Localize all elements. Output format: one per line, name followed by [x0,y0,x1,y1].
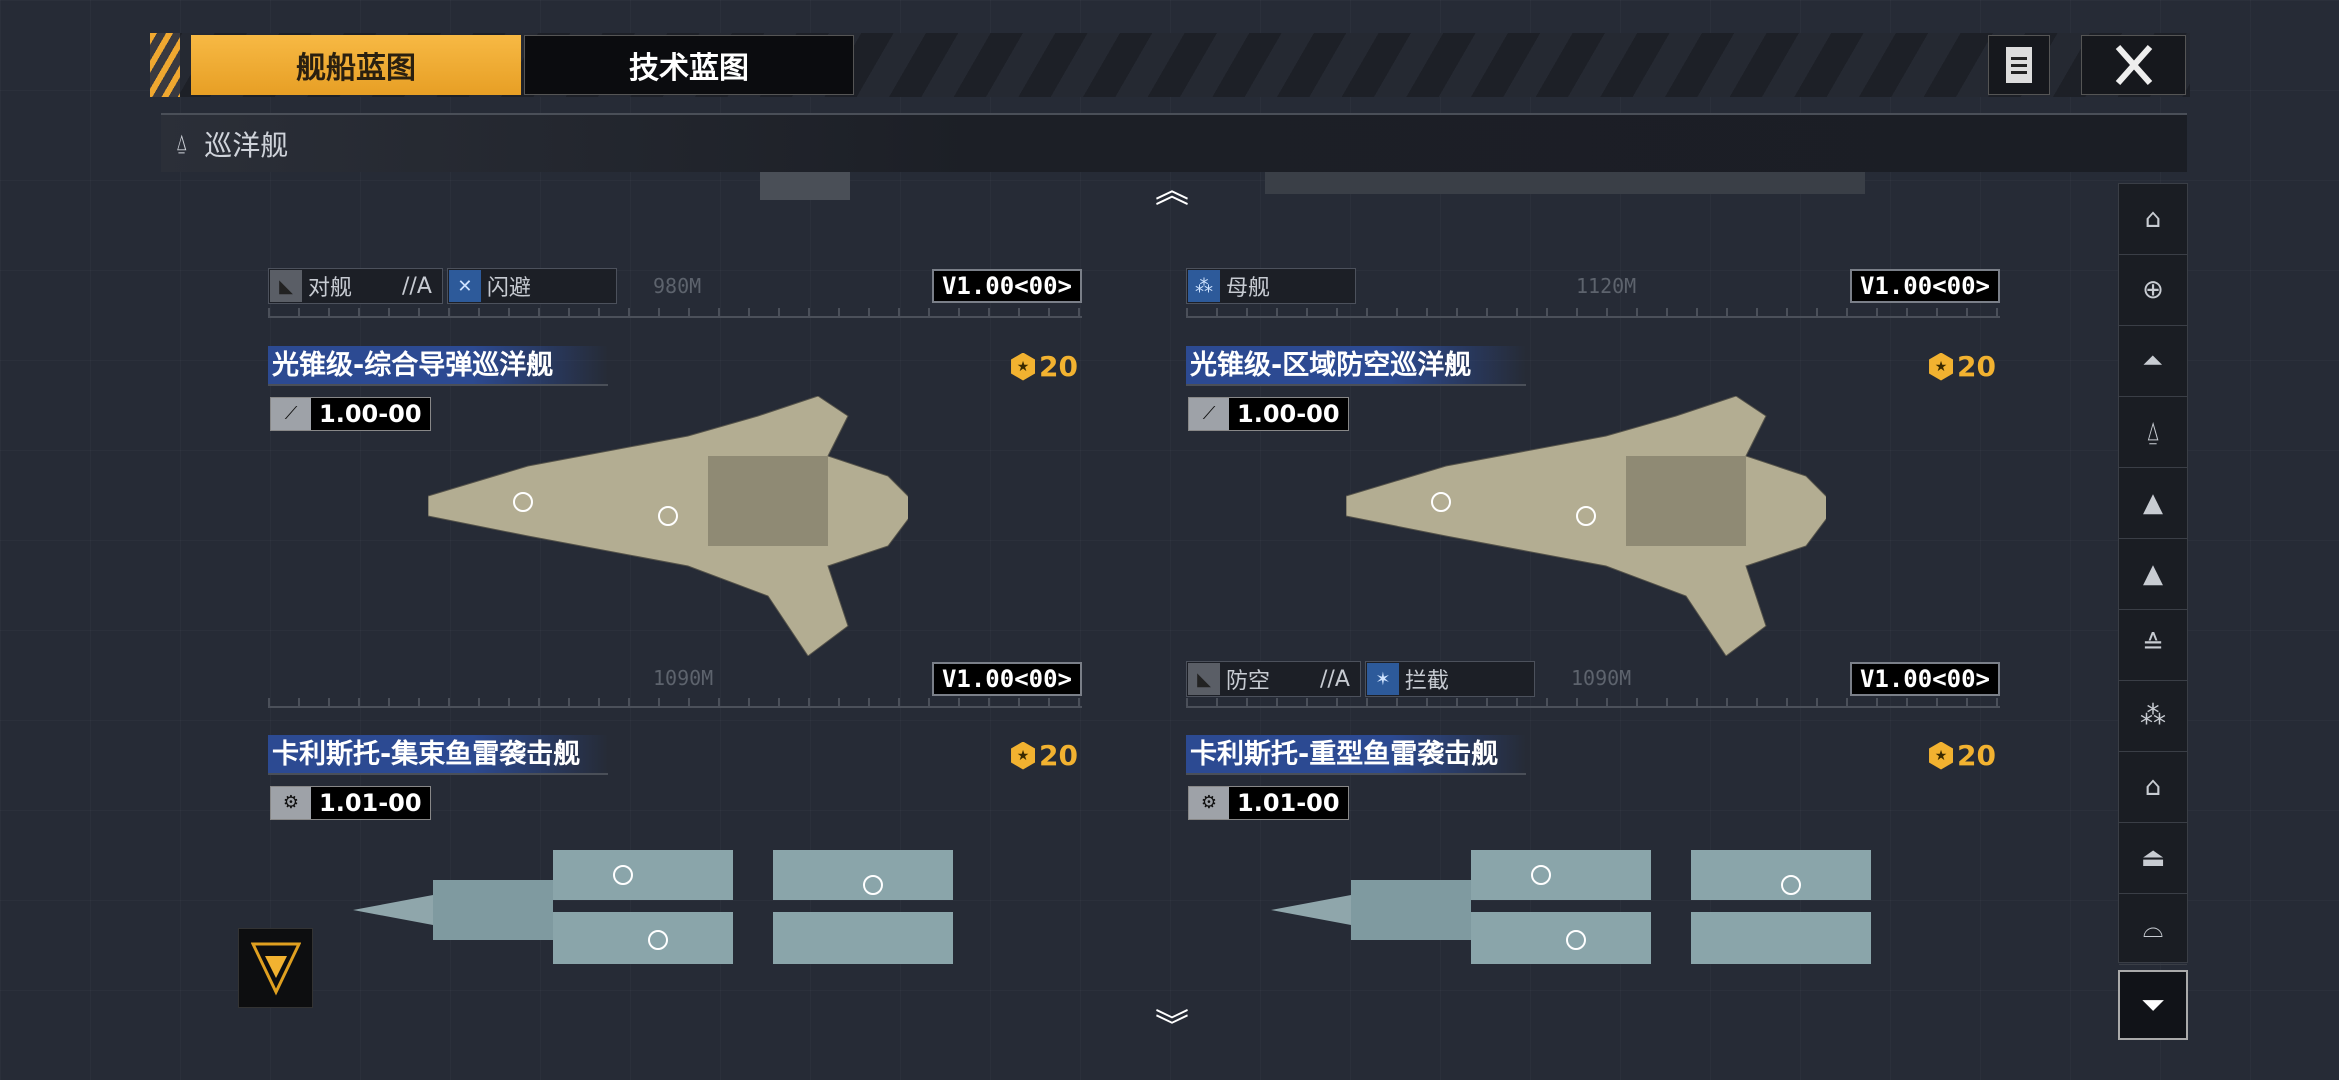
category-bar: ⍙ 巡洋舰 [161,113,2187,172]
sidebar-battlecruiser-icon[interactable]: ▲ [2119,468,2187,539]
tag-label: 拦截 [1404,669,1449,694]
anti-ship-icon: ◣ [270,270,302,302]
distance: 980M [653,274,702,298]
scroll-down-icon[interactable]: ︾ [1155,1007,1189,1047]
card-partial-top-left[interactable]: ◣对舰 //A ✕闪避 980M V1.00<00> [268,268,1082,328]
distance: 1090M [653,666,714,690]
module-icon: ⟋ [1189,398,1229,430]
sidebar-auxiliary-icon[interactable]: ⁂ [2119,681,2187,752]
cost-badge: ★20 [1929,350,1996,383]
ship-title: 卡利斯托-集束鱼雷袭击舰 [268,735,608,775]
cost-value: 20 [1039,739,1078,772]
tag: ⁂母舰 [1186,268,1356,304]
ship-image [1346,396,1826,656]
carrier-icon: ⁂ [1188,270,1220,302]
version-code-value: 1.01-00 [1229,787,1348,819]
tag-grade: //A [402,273,432,299]
cost-value: 20 [1039,350,1078,383]
close-button[interactable] [2081,35,2186,95]
star-badge-icon: ★ [1011,741,1036,770]
cost-badge: ★20 [1011,739,1078,772]
ruler [1186,308,2000,318]
module-icon: ⟋ [271,398,311,430]
tag-label: 闪避 [486,276,531,301]
tag: ✶拦截 [1364,661,1535,697]
version-label: V1.00<00> [931,662,1082,696]
cost-badge: ★20 [1011,350,1078,383]
star-badge-icon: ★ [1929,741,1954,770]
star-badge-icon: ★ [1011,352,1036,381]
sidebar-support-icon[interactable]: ⌓ [2119,894,2187,965]
blueprint-card[interactable]: 光锥级-区域防空巡洋舰 ★20 ⟋1.00-00 ◣防空 //A ✶拦截 1090M… [1186,346,2000,708]
ship-class-sidebar: ⌂⊕⏶⍙▲▲≙⁂⌂⏏⌓ [2118,183,2188,965]
sidebar-cruiser-heavy-icon[interactable]: ⏶ [2119,326,2187,397]
accent-stripe [150,33,180,97]
card-partial-top-right[interactable]: ⁂母舰 1120M V1.00<00> [1186,268,2000,328]
ship-title: 光锥级-区域防空巡洋舰 [1186,346,1526,386]
version-label: V1.00<00> [1849,662,2000,696]
version-label: V1.00<00> [931,269,1082,303]
sidebar-corvette-icon[interactable]: ⏏ [2119,823,2187,894]
ship-image [428,396,908,656]
tag-label: 对舰 [308,276,353,301]
ship-title: 光锥级-综合导弹巡洋舰 [268,346,608,386]
distance: 1120M [1576,274,1637,298]
tab-tech-blueprint[interactable]: 技术蓝图 [524,35,854,95]
blueprint-card[interactable]: 光锥级-综合导弹巡洋舰 ★20 ⟋1.00-00 1090M V1.00<00> [268,346,1082,708]
sidebar-frigate-icon[interactable]: ⌂ [2119,184,2187,255]
sidebar-cruiser-icon[interactable]: ⍙ [2119,397,2187,468]
gear-icon: ⚙ [1189,787,1229,819]
cost-value: 20 [1957,350,1996,383]
ship-image [1271,850,1871,964]
version-code-value: 1.00-00 [311,398,430,430]
sidebar-carrier-icon[interactable]: ≙ [2119,610,2187,681]
tag: ◣对舰 //A [268,268,443,304]
cost-badge: ★20 [1929,739,1996,772]
star-badge-icon: ★ [1929,352,1954,381]
distance: 1090M [1571,666,1632,690]
blueprint-card[interactable]: 卡利斯托-集束鱼雷袭击舰 ★20 ⚙1.01-00 [268,735,1082,1065]
anti-air-icon: ◣ [1188,663,1220,695]
version-code: ⟋1.00-00 [270,397,431,431]
cost-value: 20 [1957,739,1996,772]
version-code: ⚙1.01-00 [1188,786,1349,820]
version-label: V1.00<00> [1849,269,2000,303]
ship-title: 卡利斯托-重型鱼雷袭击舰 [1186,735,1526,775]
fleet-emblem-button[interactable] [238,928,313,1008]
version-code-value: 1.01-00 [311,787,430,819]
cruiser-icon: ⍙ [175,131,189,156]
evade-icon: ✕ [448,270,481,302]
tag-grade: //A [1320,666,1350,692]
intercept-icon: ✶ [1366,663,1399,695]
emblem-icon [250,942,301,996]
close-icon [2115,45,2152,85]
tab-ship-blueprint[interactable]: 舰船蓝图 [191,35,521,95]
scroll-up-icon[interactable]: ︽ [1155,171,1189,211]
sidebar-destroyer-icon[interactable]: ⊕ [2119,255,2187,326]
document-button[interactable] [1988,35,2050,95]
ship-image-partial [760,172,850,200]
gear-icon: ⚙ [271,787,311,819]
ruler [1186,698,2000,708]
ruler [268,308,1082,318]
tag: ◣防空 //A [1186,661,1361,697]
version-code: ⟋1.00-00 [1188,397,1349,431]
version-code: ⚙1.01-00 [270,786,431,820]
ship-image [353,850,953,964]
sidebar-station-icon[interactable]: ⌂ [2119,752,2187,823]
document-icon [2006,47,2032,83]
blueprint-card[interactable]: 卡利斯托-重型鱼雷袭击舰 ★20 ⚙1.01-00 [1186,735,2000,1065]
sidebar-battleship-icon[interactable]: ▲ [2119,539,2187,610]
ship-image-partial [1265,172,1865,194]
tag-label: 防空 [1226,669,1271,694]
ruler [268,698,1082,708]
filter-icon: ⏷ [2141,987,2165,1023]
tag-label: 母舰 [1226,276,1271,301]
tag: ✕闪避 [446,268,617,304]
version-code-value: 1.00-00 [1229,398,1348,430]
category-label: 巡洋舰 [204,128,289,162]
filter-button[interactable]: ⏷ [2118,970,2188,1040]
